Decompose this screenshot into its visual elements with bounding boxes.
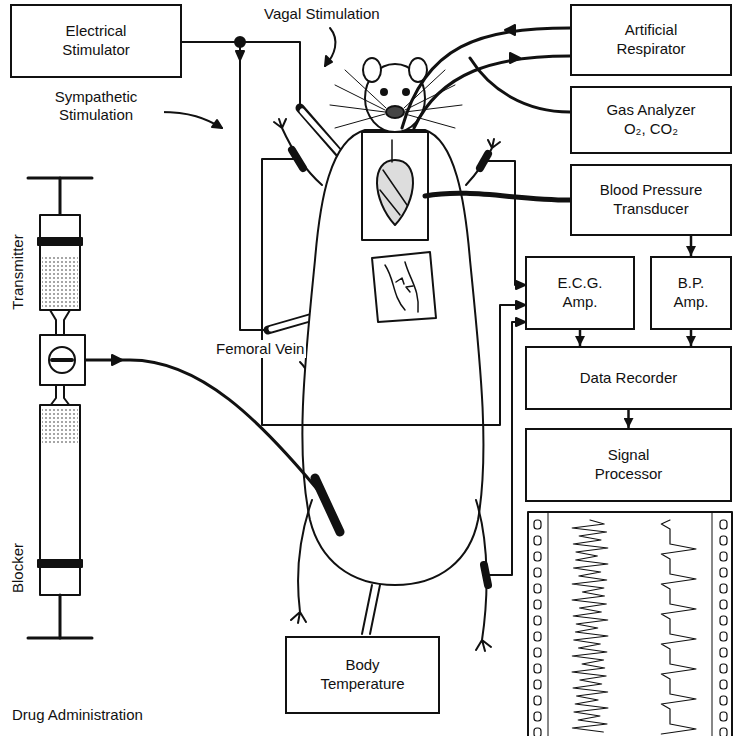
perforation (720, 648, 727, 657)
perforation (534, 584, 541, 593)
annotation-label: Vagal Stimulation (262, 5, 382, 23)
perforation (720, 680, 727, 689)
signal-arrow (627, 410, 630, 428)
perforation (534, 696, 541, 705)
box-label: Gas Analyzer O₂, CO₂ (599, 101, 704, 139)
signal-arrow (690, 236, 693, 256)
instrument-box: E.C.G. Amp. (525, 256, 635, 330)
annotation-label: Drug Administration (10, 706, 145, 724)
recorded-trace (661, 520, 696, 734)
perforation (720, 696, 727, 705)
annotation-label: Transmitter (9, 232, 27, 311)
perforation (534, 600, 541, 609)
annotation-label: Femoral Vein (214, 340, 306, 358)
perforation (534, 568, 541, 577)
perforation (720, 520, 727, 529)
instrument-box: Artificial Respirator (570, 4, 732, 76)
perforation (534, 712, 541, 721)
recorded-trace (572, 520, 608, 732)
perforation (720, 600, 727, 609)
signal-arrow (690, 330, 693, 346)
box-label: Blood Pressure Transducer (591, 181, 711, 219)
instrument-box: Electrical Stimulator (10, 4, 182, 78)
perforation (720, 552, 727, 561)
perforation (534, 680, 541, 689)
instrument-box: Body Temperature (285, 636, 440, 714)
signal-arrow (579, 330, 582, 346)
perforation (534, 536, 541, 545)
perforation (720, 712, 727, 721)
box-label: E.C.G. Amp. (549, 274, 611, 312)
perforation (720, 568, 727, 577)
instrument-box: B.P. Amp. (650, 256, 732, 330)
perforation (720, 632, 727, 641)
perforation (720, 616, 727, 625)
perforation (534, 664, 541, 673)
box-label: Body Temperature (313, 656, 413, 694)
box-label: Data Recorder (580, 369, 678, 388)
perforation (720, 664, 727, 673)
perforation (534, 616, 541, 625)
perforation (720, 728, 727, 736)
perforation (720, 584, 727, 593)
instrument-box: Blood Pressure Transducer (570, 164, 732, 236)
instrument-box: Signal Processor (525, 428, 732, 502)
perforation (534, 552, 541, 561)
perforation (534, 520, 541, 529)
perforation (534, 728, 541, 736)
perforation (534, 648, 541, 657)
perforation (720, 536, 727, 545)
instrument-box: Gas Analyzer O₂, CO₂ (570, 86, 732, 154)
instrument-box: Data Recorder (525, 346, 732, 410)
annotation-label: Sympathetic Stimulation (28, 88, 164, 124)
perforation (534, 632, 541, 641)
annotation-label: Blocker (9, 541, 27, 595)
box-label: Signal Processor (579, 446, 679, 484)
box-label: Electrical Stimulator (46, 22, 146, 60)
box-label: Artificial Respirator (601, 21, 701, 59)
box-label: B.P. Amp. (666, 274, 716, 312)
